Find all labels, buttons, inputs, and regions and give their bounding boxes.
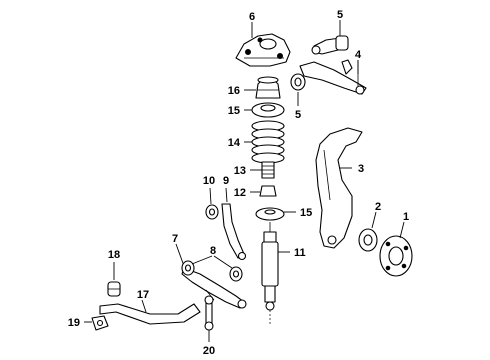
leader-9: [225, 187, 228, 203]
stabilizer-link-part-20: [204, 295, 214, 331]
leader-8b: [213, 255, 233, 269]
upper-control-arm-part-4: [299, 59, 367, 95]
lower-spring-seat-part-15: [255, 207, 285, 221]
callout-11: 11: [294, 247, 306, 259]
lower-link-part-9: [221, 203, 247, 261]
callout-1: 1: [403, 211, 409, 223]
callout-5-top: 5: [337, 9, 343, 21]
callout-17: 17: [137, 289, 149, 301]
callout-2: 2: [375, 201, 381, 213]
callout-14: 14: [228, 137, 241, 149]
leader-1: [399, 221, 405, 239]
bushing-part-10: [205, 204, 219, 220]
upper-strut-mount-part-6: [235, 33, 291, 67]
callout-15-upper: 15: [228, 105, 240, 117]
callout-5-bottom: 5: [295, 109, 301, 121]
callout-6: 6: [249, 11, 255, 23]
callout-4: 4: [355, 49, 362, 61]
bump-stop-part-12: [259, 185, 277, 197]
coil-spring-part-14: [251, 120, 285, 164]
callout-16: 16: [228, 85, 240, 97]
callout-7: 7: [172, 233, 178, 245]
bushing-part-5: [290, 73, 306, 91]
stabilizer-bar-part-17: [99, 303, 201, 325]
callout-12: 12: [234, 187, 246, 199]
callout-13: 13: [234, 165, 246, 177]
leader-2: [371, 211, 377, 229]
bushing-part-8: [181, 260, 243, 282]
spring-upper-seat-part-16: [255, 76, 281, 99]
callout-10: 10: [203, 175, 215, 187]
upper-link-part-5: [311, 35, 349, 55]
steering-knuckle-part-3: [315, 127, 363, 249]
leader-7: [175, 243, 185, 267]
wheel-bearing-part-2: [358, 228, 378, 252]
callout-9: 9: [223, 175, 229, 187]
leader-10: [209, 187, 212, 205]
spring-insulator-part-15: [251, 102, 285, 118]
callout-15-lower: 15: [300, 207, 312, 219]
shock-absorber-part-11: [261, 222, 279, 324]
lower-control-arm-part-7: [181, 267, 247, 309]
callout-3: 3: [358, 163, 364, 175]
leader-8a: [191, 255, 213, 265]
stabilizer-clamp-part-19: [91, 315, 109, 331]
callout-8: 8: [210, 245, 216, 257]
callout-20: 20: [203, 345, 215, 357]
stabilizer-bushing-part-18: [107, 281, 121, 297]
leader-17: [141, 299, 147, 313]
callout-19: 19: [68, 317, 80, 329]
wheel-hub-part-1: [379, 235, 413, 277]
callout-18: 18: [108, 249, 120, 261]
dust-boot-part-13: [261, 161, 275, 179]
